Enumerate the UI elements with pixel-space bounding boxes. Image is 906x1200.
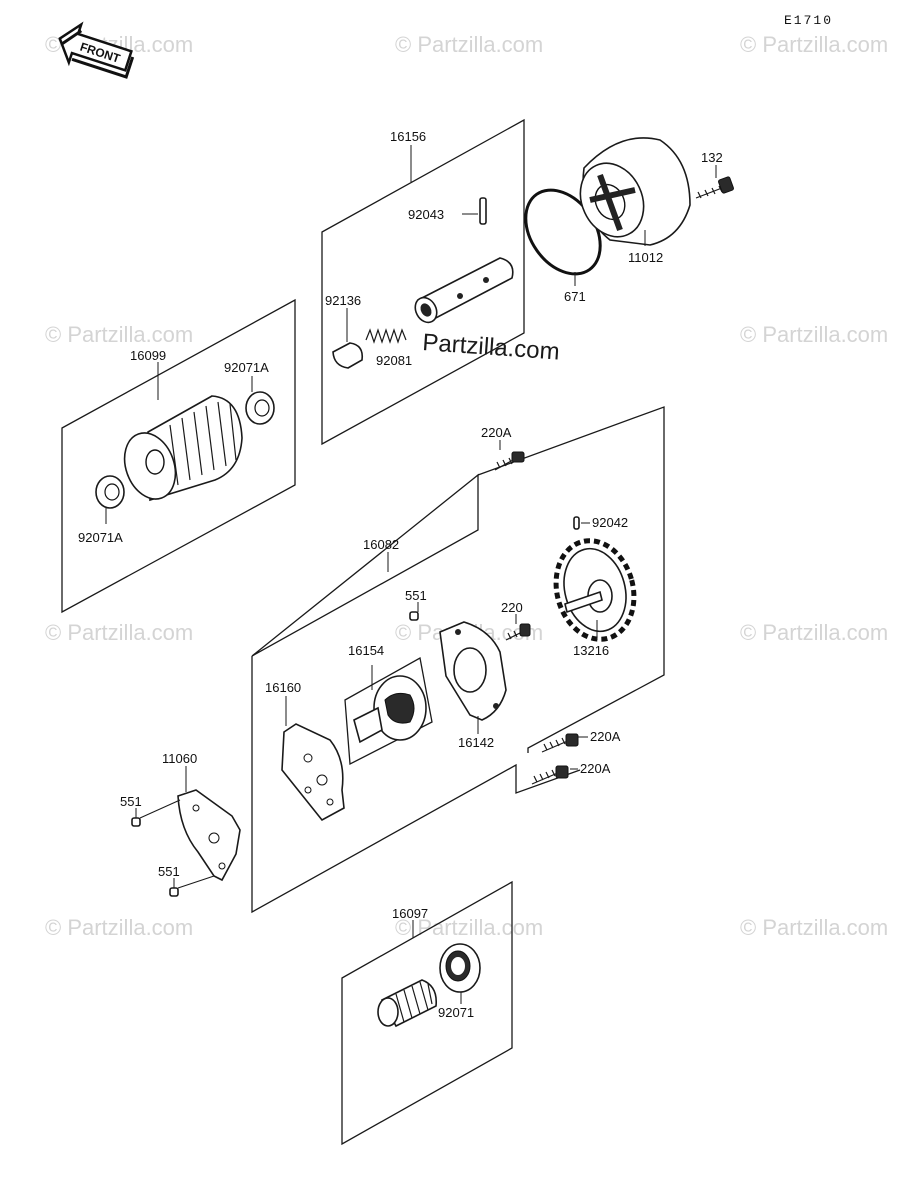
pump-body-16142[interactable]: 16142 <box>439 621 507 750</box>
relief-valve-frame <box>321 118 525 446</box>
watermark: © Partzilla.com <box>740 322 888 347</box>
pin-92042[interactable]: 92042 <box>573 515 628 530</box>
relief-valve-group: 16156 92043 92136 92081 <box>321 118 525 446</box>
label-92136: 92136 <box>325 293 361 308</box>
label-220a-right-2: 220A <box>580 761 611 776</box>
pump-gear-13216[interactable]: 13216 <box>545 532 644 658</box>
group-label-16156: 16156 <box>390 129 426 144</box>
pump-rotor-16154[interactable]: 16154 <box>344 643 433 766</box>
group-label-16097: 16097 <box>392 906 428 921</box>
watermark: © Partzilla.com <box>740 620 888 645</box>
oil-seal-92071a-top[interactable]: 92071A <box>224 360 275 425</box>
label-671: 671 <box>564 289 586 304</box>
watermark-center: Partzilla.com <box>422 329 561 366</box>
pin-551-left-2[interactable]: 551 <box>158 864 215 897</box>
label-92042: 92042 <box>592 515 628 530</box>
oil-seal-92071[interactable]: 92071 <box>438 943 481 1020</box>
label-11012: 11012 <box>628 250 663 265</box>
gasket-11060[interactable]: 11060 <box>162 751 241 882</box>
label-16142: 16142 <box>458 735 494 750</box>
label-92071: 92071 <box>438 1005 474 1020</box>
watermark-layer: © Partzilla.com © Partzilla.com © Partzi… <box>45 32 888 940</box>
oil-pump-frame-right <box>477 406 665 753</box>
pump-plate-16160[interactable]: 16160 <box>265 680 345 822</box>
label-16160: 16160 <box>265 680 301 695</box>
label-92043: 92043 <box>408 207 444 222</box>
label-551-mid: 551 <box>405 588 427 603</box>
group-label-16082: 16082 <box>363 537 399 552</box>
oil-strainer-16097[interactable] <box>377 979 438 1028</box>
watermark: © Partzilla.com <box>395 915 543 940</box>
watermark: © Partzilla.com <box>45 322 193 347</box>
oil-filter-cover-11012[interactable]: 11012 <box>569 137 691 265</box>
oil-pump-group: 16082 220A 92042 13216 551 <box>251 406 665 914</box>
label-92071a-bottom: 92071A <box>78 530 123 545</box>
label-13216: 13216 <box>573 643 609 658</box>
label-132: 132 <box>701 150 723 165</box>
oil-filter-frame <box>61 298 296 614</box>
front-arrow-icon: FRONT <box>58 21 135 79</box>
watermark: © Partzilla.com <box>45 915 193 940</box>
label-220a-right-1: 220A <box>590 729 621 744</box>
label-11060: 11060 <box>162 751 197 766</box>
spring-92136[interactable]: 92136 <box>325 293 364 369</box>
bolt-220a-right-1[interactable]: 220A <box>541 729 621 753</box>
spring-92081[interactable]: 92081 <box>365 328 412 368</box>
strainer-group: 16097 92071 <box>341 880 513 1146</box>
pin-551-mid[interactable]: 551 <box>405 588 427 621</box>
watermark: © Partzilla.com <box>740 915 888 940</box>
diagram-code: E1710 <box>784 13 833 28</box>
watermark: © Partzilla.com <box>45 620 193 645</box>
pin-551-left-1[interactable]: 551 <box>120 794 181 827</box>
watermark: © Partzilla.com <box>740 32 888 57</box>
pin-92043[interactable]: 92043 <box>408 197 487 225</box>
strainer-frame <box>341 880 513 1146</box>
label-551-left-1: 551 <box>120 794 142 809</box>
bolt-132[interactable]: 132 <box>695 150 734 199</box>
label-92071a-top: 92071A <box>224 360 269 375</box>
oil-pump-frame-upper <box>251 473 479 657</box>
group-label-16099: 16099 <box>130 348 166 363</box>
oil-filter-group: 16099 92071A 92071A <box>61 298 296 614</box>
label-220: 220 <box>501 600 523 615</box>
label-220a-top: 220A <box>481 425 512 440</box>
oil-pump-frame-lower <box>251 656 581 914</box>
bolt-220a-top[interactable]: 220A <box>481 425 525 471</box>
oil-seal-92071a-bottom[interactable]: 92071A <box>78 475 125 545</box>
label-551-left-2: 551 <box>158 864 180 879</box>
label-16154: 16154 <box>348 643 384 658</box>
bolt-220a-right-2[interactable]: 220A <box>531 761 611 785</box>
relief-valve-piston[interactable] <box>411 257 514 326</box>
watermark: © Partzilla.com <box>395 32 543 57</box>
oil-filter-element-16099[interactable] <box>116 395 243 506</box>
label-92081: 92081 <box>376 353 412 368</box>
bolt-220[interactable]: 220 <box>501 600 531 641</box>
